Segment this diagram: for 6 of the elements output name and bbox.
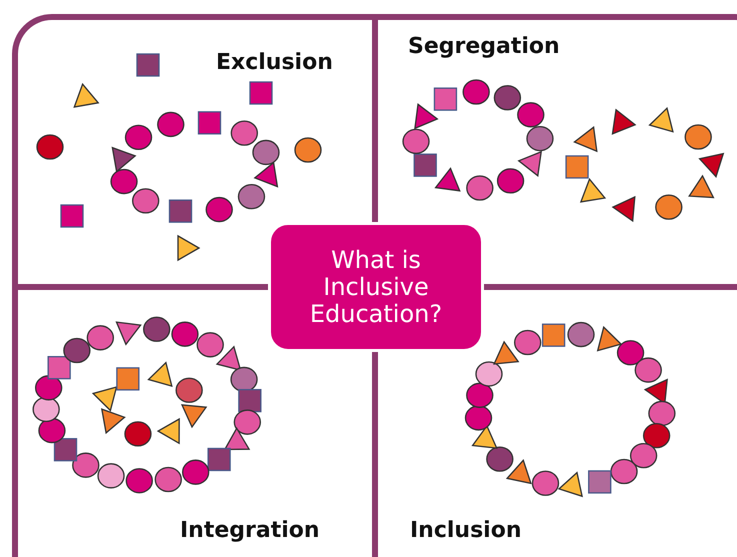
title-text: What is Inclusive Education? <box>308 246 444 328</box>
quadrant-title: Integration <box>180 518 320 543</box>
title-box <box>268 222 484 352</box>
quadrant-title: Inclusion <box>410 518 522 543</box>
quadrant-title: Exclusion <box>216 50 333 75</box>
quadrant-title: Segregation <box>408 34 560 59</box>
